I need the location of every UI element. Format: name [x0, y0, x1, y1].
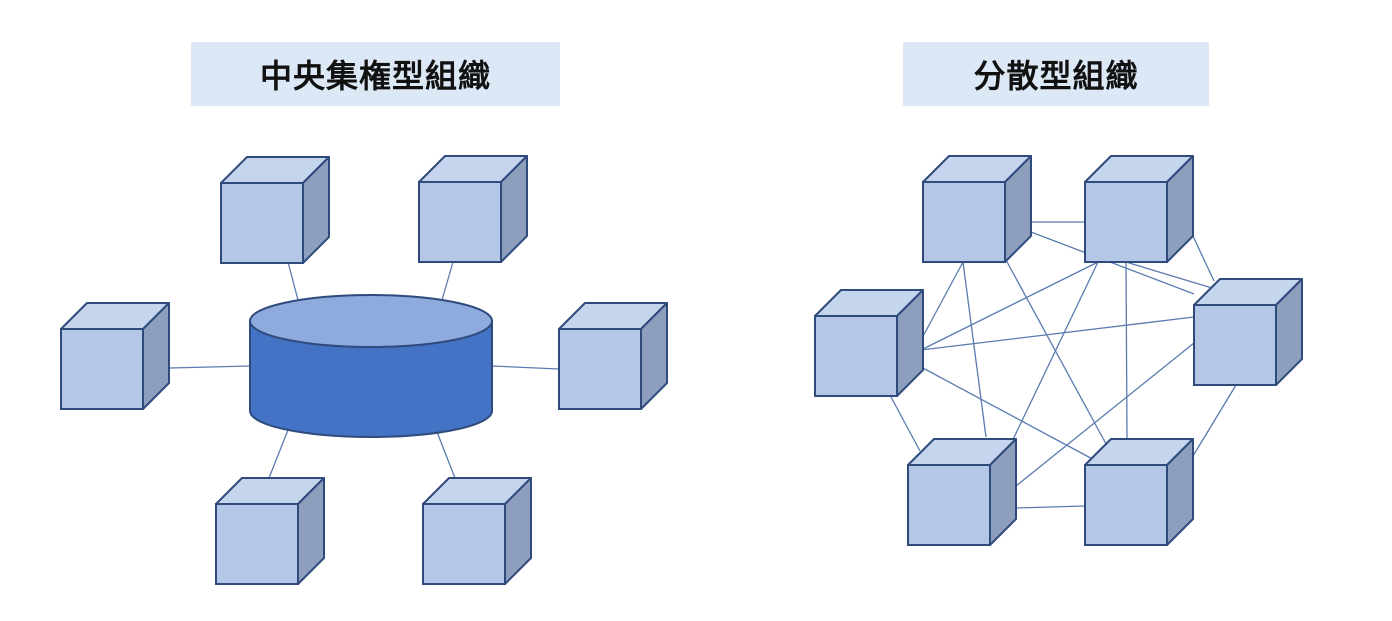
node-bottom-right	[422, 477, 532, 585]
hub-connector-line	[268, 429, 289, 479]
cube-front-face	[907, 464, 991, 546]
centralized-organization-title: 中央集権型組織	[191, 42, 560, 106]
mesh-connector-line	[1015, 342, 1195, 487]
cube-front-face	[60, 328, 144, 410]
mesh-connector-line	[920, 366, 1114, 471]
mesh-connector-line	[1015, 505, 1086, 509]
mesh-connector-line	[1006, 261, 1099, 453]
hub-cylinder-top	[249, 294, 493, 348]
mesh-connector-line	[962, 261, 987, 438]
hub-connector-line	[287, 261, 299, 301]
mesh-node-top-left	[922, 155, 1032, 263]
mesh-connector-line	[920, 316, 1195, 351]
node-bottom-left	[215, 477, 325, 585]
mesh-node-middle-right	[1193, 278, 1303, 386]
decentralized-organization-title-text: 分散型組織	[973, 57, 1139, 95]
cube-front-face	[1084, 464, 1168, 546]
centralized-organization-title-text: 中央集権型組織	[259, 57, 491, 95]
cube-front-face	[1084, 181, 1168, 263]
mesh-connector-line	[920, 261, 964, 341]
central-hub-cylinder	[249, 294, 493, 438]
centralized-connectors	[169, 261, 560, 479]
hub-connector-line	[441, 261, 454, 301]
mesh-node-top-right	[1084, 155, 1194, 263]
mesh-node-bottom-right	[1084, 438, 1194, 546]
node-top-left	[220, 156, 330, 264]
cube-front-face	[418, 181, 502, 263]
cube-front-face	[422, 503, 506, 585]
cube-front-face	[558, 328, 642, 410]
mesh-connector-line	[1125, 261, 1213, 289]
cube-front-face	[814, 315, 898, 397]
hub-connector-line	[169, 365, 251, 369]
mesh-node-middle-left	[814, 289, 924, 397]
centralized-diagram	[60, 155, 668, 585]
mesh-connector-line	[1192, 384, 1237, 457]
cube-front-face	[1193, 304, 1277, 386]
mesh-connector-line	[1192, 235, 1215, 282]
cube-front-face	[220, 182, 304, 264]
hub-connector-line	[436, 431, 456, 479]
decentralized-nodes	[814, 155, 1303, 546]
centralized-nodes	[60, 155, 668, 585]
decentralized-organization-title: 分散型組織	[903, 42, 1209, 106]
decentralized-connectors	[890, 221, 1237, 509]
mesh-node-bottom-left	[907, 438, 1017, 546]
hub-cylinder-body	[249, 320, 493, 438]
mesh-connector-line	[920, 261, 1099, 351]
mesh-connector-line	[1125, 261, 1128, 439]
mesh-connector-line	[1005, 259, 1112, 454]
mesh-connector-line	[890, 396, 921, 452]
hub-connector-line	[491, 365, 560, 370]
node-middle-right	[558, 302, 668, 410]
node-middle-left	[60, 302, 170, 410]
node-top-right	[418, 155, 528, 263]
decentralized-diagram	[814, 155, 1303, 546]
cube-front-face	[922, 181, 1006, 263]
cube-front-face	[215, 503, 299, 585]
